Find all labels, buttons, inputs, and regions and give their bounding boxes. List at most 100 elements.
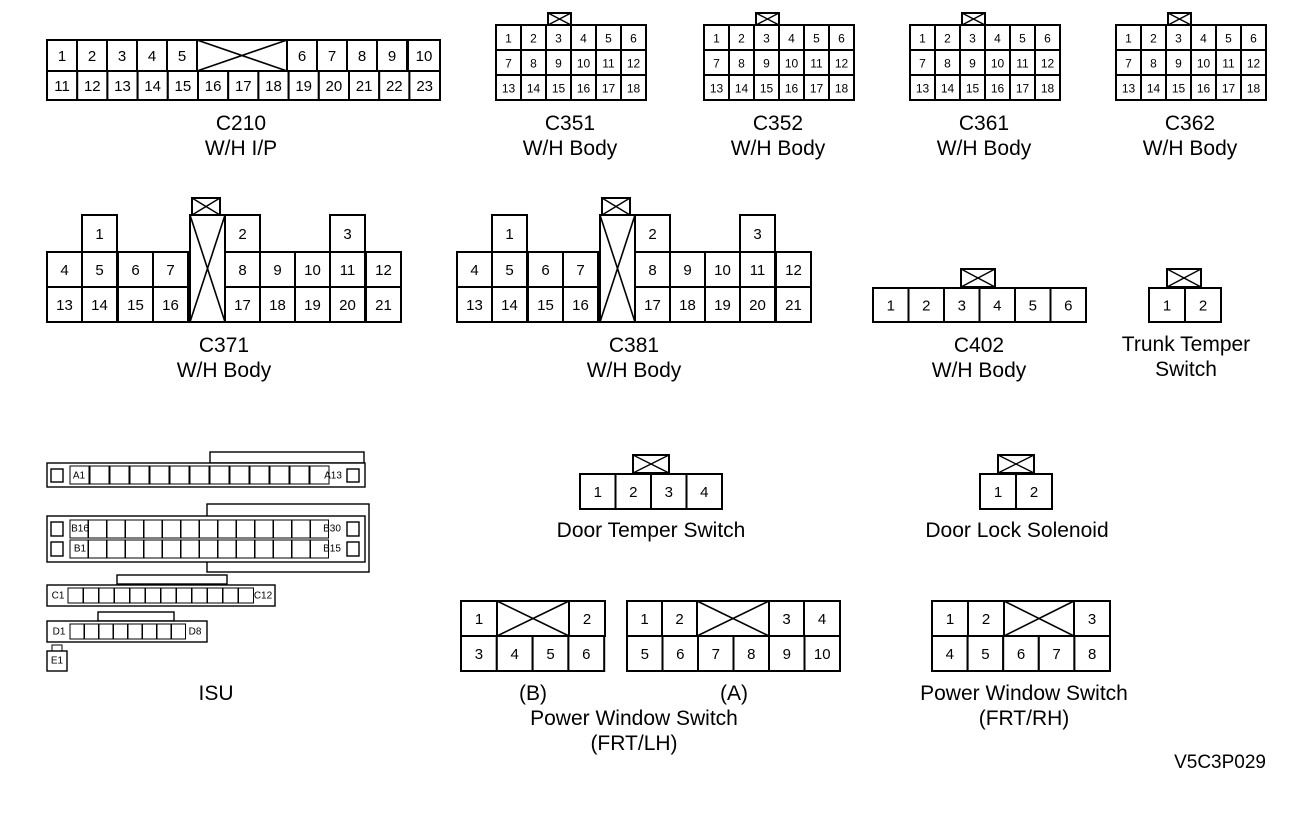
pin-label-5: 5 xyxy=(641,646,649,663)
pin-label-7: 7 xyxy=(505,57,512,71)
pin-cell-3 xyxy=(768,600,805,637)
pin-label-7: 7 xyxy=(1125,57,1132,71)
isu-e-label: E1 xyxy=(51,656,64,667)
pin-label-8: 8 xyxy=(944,57,951,71)
pin-label-16: 16 xyxy=(205,78,222,95)
pin-label-1: 1 xyxy=(1163,298,1171,315)
isu-b-cavity-top xyxy=(291,519,311,539)
isu-a-cavity xyxy=(149,465,170,485)
isu-b-latch-left-top xyxy=(50,521,64,537)
pin-label-21: 21 xyxy=(785,297,802,314)
pin-label-12: 12 xyxy=(84,78,101,95)
pin-label-4: 4 xyxy=(148,48,156,65)
isu-a-last-label: A13 xyxy=(324,471,342,482)
pin-cell-18 xyxy=(620,74,647,101)
pin-label-1: 1 xyxy=(713,32,720,46)
pin-label-20: 20 xyxy=(326,78,343,95)
pin-label-1: 1 xyxy=(994,484,1002,501)
pin-cell-18 xyxy=(1034,74,1061,101)
lock-tab-diag-b xyxy=(1166,268,1202,288)
isu-a-latch-left xyxy=(50,468,64,483)
pin-label-2: 2 xyxy=(982,611,990,628)
pin-cell-1 xyxy=(81,214,118,253)
pin-cell-4 xyxy=(978,287,1016,323)
pin-label-6: 6 xyxy=(582,646,590,663)
isu-c-first-label: C1 xyxy=(52,591,65,602)
center-void-diag-b xyxy=(599,214,636,323)
pin-cell-13 xyxy=(106,70,139,101)
c402-location: W/H Body xyxy=(932,359,1027,382)
pin-label-4: 4 xyxy=(511,646,519,663)
pin-label-9: 9 xyxy=(1175,57,1182,71)
pin-cell-3 xyxy=(329,214,366,253)
pin-label-11: 11 xyxy=(340,262,356,279)
pin-label-3: 3 xyxy=(665,484,673,501)
pin-cell-2 xyxy=(634,214,671,253)
pin-label-19: 19 xyxy=(714,297,731,314)
isu-d-cavity xyxy=(142,623,157,640)
isu-c-cavity xyxy=(238,587,254,604)
pin-label-17: 17 xyxy=(602,82,616,96)
pin-label-15: 15 xyxy=(552,82,566,96)
pws-lh-label-line2: (FRT/LH) xyxy=(590,732,677,755)
c371-location: W/H Body xyxy=(177,359,272,382)
pin-label-14: 14 xyxy=(501,297,518,314)
pin-label-4: 4 xyxy=(580,32,587,46)
trunk-label-line2: Switch xyxy=(1155,358,1217,381)
isu-a-cavity xyxy=(269,465,290,485)
pin-cell-1 xyxy=(491,214,528,253)
isu-a-cavity xyxy=(209,465,230,485)
pin-cell-5 xyxy=(966,635,1005,672)
isu-b-cavity-top xyxy=(236,519,255,539)
lock-tab-diag-b xyxy=(997,454,1035,474)
pin-cell-18 xyxy=(828,74,855,101)
pin-label-2: 2 xyxy=(238,226,246,243)
c352-id: C352 xyxy=(753,112,803,135)
pin-label-2: 2 xyxy=(922,298,930,315)
pin-label-5: 5 xyxy=(1019,32,1026,46)
pin-cell-10 xyxy=(407,39,441,72)
pin-cell-21 xyxy=(365,286,402,323)
pin-label-9: 9 xyxy=(969,57,976,71)
pin-label-10: 10 xyxy=(304,262,321,279)
pin-label-16: 16 xyxy=(785,82,799,96)
pin-label-1: 1 xyxy=(505,226,513,243)
pin-label-14: 14 xyxy=(144,78,161,95)
isu-c-cavity xyxy=(67,587,84,604)
pin-label-17: 17 xyxy=(1222,82,1236,96)
isu-b-cavity-bottom xyxy=(236,539,255,559)
pin-label-13: 13 xyxy=(710,82,724,96)
pin-label-2: 2 xyxy=(629,484,637,501)
pin-cell-10 xyxy=(803,635,841,672)
pin-label-9: 9 xyxy=(783,646,791,663)
isu-b-cavity-bottom xyxy=(180,539,200,559)
pws-lh-a-tag: (A) xyxy=(720,682,748,705)
pin-label-4: 4 xyxy=(1200,32,1207,46)
pin-label-7: 7 xyxy=(328,48,336,65)
pin-cell-11 xyxy=(1009,49,1036,76)
pin-label-1: 1 xyxy=(887,298,895,315)
pin-label-9: 9 xyxy=(763,57,770,71)
isu-b-bottom-last-label: B15 xyxy=(323,544,341,555)
pin-label-17: 17 xyxy=(234,297,251,314)
c351-location: W/H Body xyxy=(523,137,618,160)
isu-b-cavity-bottom xyxy=(88,539,107,559)
pin-label-9: 9 xyxy=(555,57,562,71)
center-void-diag-b xyxy=(189,214,226,323)
isu-d-cavity xyxy=(156,623,172,640)
isu-b-cavity-top xyxy=(199,519,218,539)
pin-label-8: 8 xyxy=(648,262,656,279)
isu-d-cavity xyxy=(171,623,186,640)
pin-label-2: 2 xyxy=(530,32,537,46)
pin-label-21: 21 xyxy=(375,297,392,314)
pin-cell-18 xyxy=(1240,74,1267,101)
pin-label-13: 13 xyxy=(56,297,73,314)
pin-label-6: 6 xyxy=(298,48,306,65)
pin-label-13: 13 xyxy=(916,82,930,96)
pin-label-11: 11 xyxy=(602,57,615,71)
